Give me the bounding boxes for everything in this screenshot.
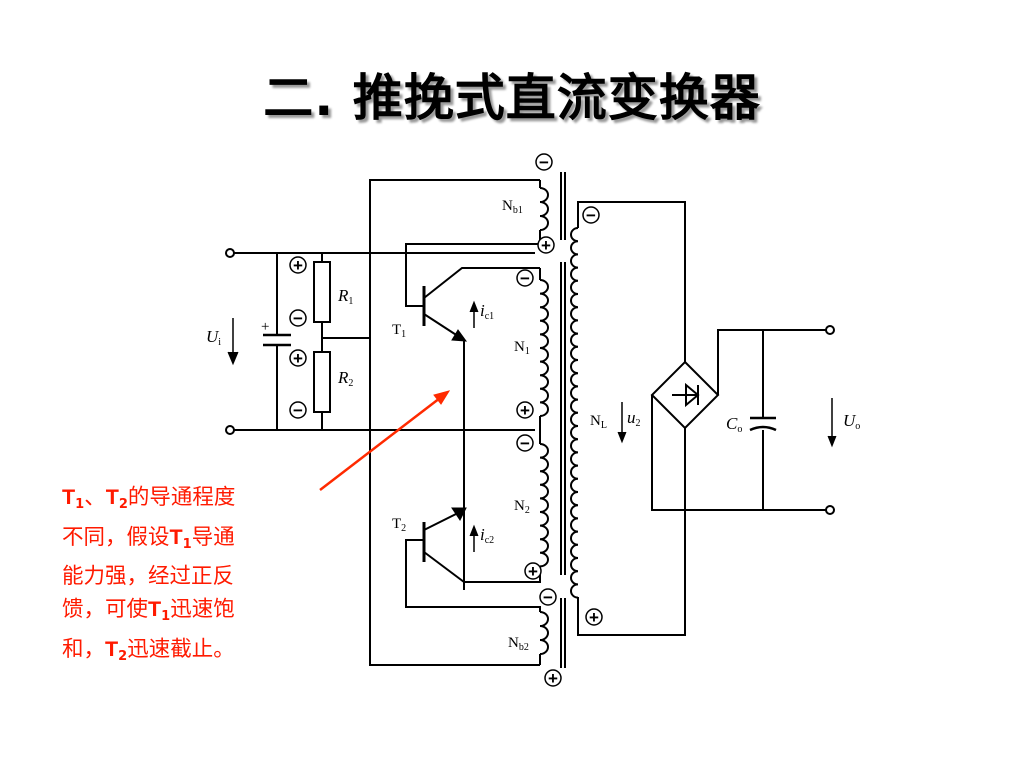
label-co: Co — [726, 414, 742, 435]
polarity-mark — [516, 401, 534, 419]
svg-text:−: − — [293, 401, 303, 420]
secondary-top-wire — [577, 201, 686, 362]
core-nb — [560, 172, 566, 240]
loop-bottom — [369, 338, 540, 666]
input-terminal-top — [225, 248, 235, 258]
svg-text:+: + — [548, 669, 558, 688]
label-r1: R1 — [337, 286, 353, 307]
output-terminal-bottom — [825, 505, 835, 515]
polarity-mark — [516, 269, 534, 287]
svg-text:+: + — [541, 236, 551, 255]
polarity-mark — [516, 434, 534, 452]
label-nb1: Nb1 — [502, 198, 523, 216]
secondary-bottom-wire — [577, 428, 686, 636]
label-ic2: ic2 — [480, 525, 494, 546]
polarity-mark — [582, 206, 600, 224]
slide-title: 二. 推挽式直流变换器 — [263, 69, 761, 127]
polarity-mark — [289, 401, 307, 419]
label-nb2: Nb2 — [508, 635, 529, 653]
output-top-wire — [717, 329, 826, 395]
t2-collector — [423, 551, 465, 583]
t2-base-to-nb2 — [405, 539, 541, 612]
svg-text:−: − — [293, 309, 303, 328]
polarity-mark — [585, 608, 603, 626]
svg-text:−: − — [543, 588, 553, 607]
svg-text:−: − — [539, 153, 549, 172]
svg-text:+: + — [589, 608, 599, 627]
label-r2: R2 — [337, 368, 353, 389]
svg-text:−: − — [520, 269, 530, 288]
winding-nb2 — [539, 611, 549, 655]
polarity-mark — [524, 562, 542, 580]
resistor-r1 — [313, 261, 331, 323]
resistor-r2 — [313, 351, 331, 413]
annotation-text: T1、T2的导通程度 不同，假设T1导通 能力强，经过正反 馈，可使T1迅速饱 … — [62, 485, 236, 664]
polarity-mark — [539, 588, 557, 606]
svg-text:+: + — [520, 401, 530, 420]
label-ic1: ic1 — [480, 301, 494, 322]
loop-top — [369, 179, 540, 338]
label-plus: + — [261, 319, 269, 335]
t1-collector — [423, 267, 540, 299]
winding-n1 — [539, 279, 549, 417]
input-terminal-bottom — [225, 425, 235, 435]
polarity-mark — [289, 309, 307, 327]
polarity-mark — [535, 153, 553, 171]
bridge-diode — [672, 382, 700, 408]
svg-text:+: + — [293, 349, 303, 368]
t1-base-lead — [405, 296, 424, 307]
bridge-rectifier — [650, 360, 720, 430]
nb1-to-t1-base — [405, 230, 541, 296]
label-nl: NL — [590, 413, 607, 431]
svg-text:+: + — [293, 256, 303, 275]
label-t2: T2 — [392, 516, 406, 534]
polarity-mark — [544, 669, 562, 687]
label-ui: Ui — [206, 327, 221, 348]
core-main — [560, 262, 566, 575]
polarity-mark — [289, 349, 307, 367]
label-n2: N2 — [514, 498, 530, 516]
output-bottom-wire — [651, 395, 826, 511]
output-terminal-top — [825, 325, 835, 335]
svg-text:−: − — [520, 434, 530, 453]
svg-text:−: − — [586, 206, 596, 225]
label-u2: u2 — [627, 408, 641, 429]
winding-nl — [570, 227, 579, 599]
label-n1: N1 — [514, 339, 530, 357]
callout-arrow — [319, 397, 441, 491]
polarity-mark — [537, 236, 555, 254]
label-uo: Uo — [843, 411, 860, 432]
core-nb2 — [560, 598, 566, 668]
input-capacitor — [263, 333, 291, 347]
svg-text:+: + — [528, 562, 538, 581]
winding-nb1 — [539, 187, 549, 231]
polarity-mark — [289, 256, 307, 274]
label-t1: T1 — [392, 322, 406, 340]
winding-n2 — [539, 443, 549, 568]
